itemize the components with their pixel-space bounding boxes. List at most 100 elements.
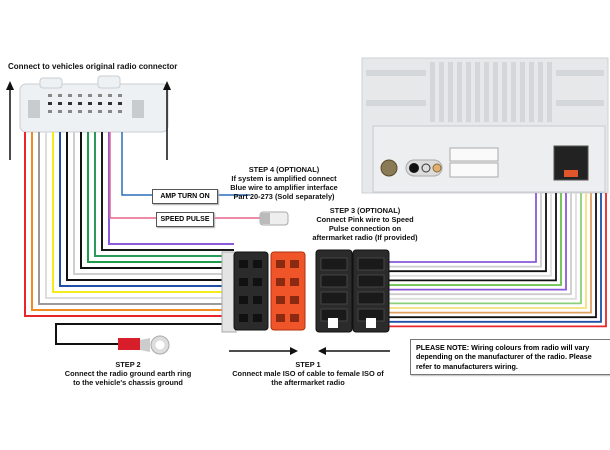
step3-heading: STEP 3 (OPTIONAL): [329, 206, 401, 215]
iso-pin-hole: [276, 296, 285, 304]
iso-pin-hole: [276, 278, 285, 286]
iso-pin-hole: [239, 260, 248, 268]
vehicle-wire: [52, 132, 234, 293]
iso-pin-hole: [253, 314, 262, 322]
heatsink-fin: [475, 62, 480, 122]
connector-pin: [68, 102, 72, 105]
step3-line: Pulse connection on: [328, 223, 402, 233]
connector-pin: [118, 94, 122, 97]
vehicle-wire: [87, 132, 234, 263]
radio-wire: [389, 193, 607, 328]
radio-wire: [389, 193, 567, 291]
connector-pin: [68, 94, 72, 97]
step1-text: STEP 1 Connect male ISO of cable to fema…: [228, 360, 388, 388]
step4-line: If system is amplified connect: [231, 173, 337, 183]
vehicle-wire: [101, 132, 234, 251]
heatsink-fin: [493, 62, 498, 122]
vehicle-wires: [24, 132, 234, 317]
vehicle-wire: [108, 132, 234, 245]
iso-pin-hole: [253, 260, 262, 268]
heatsink-fin: [547, 62, 552, 122]
vehicle-wire: [66, 132, 234, 281]
connector-pin: [88, 94, 92, 97]
step4-line: Blue wire to amplifier interface: [230, 182, 338, 192]
connector-pin: [98, 110, 102, 113]
heatsink-fin: [529, 62, 534, 122]
iso-key: [366, 318, 376, 328]
iso-pin-hole: [253, 278, 262, 286]
connector-pin: [48, 110, 52, 113]
iso-socket: [357, 274, 385, 288]
heatsink-fin: [520, 62, 525, 122]
connector-pin: [108, 110, 112, 113]
connector-pin: [58, 102, 62, 105]
step2-line: Connect the radio ground earth ring: [64, 368, 192, 378]
amp-turn-on-label: AMP TURN ON: [152, 189, 218, 204]
radio-wire: [389, 193, 547, 273]
up-arrow-left: [6, 81, 14, 160]
iso-pin-hole: [239, 296, 248, 304]
iso-pin-hole: [239, 278, 248, 286]
step4-line: Part 20-273 (Sold separately): [233, 191, 335, 201]
speed-pulse-label: SPEED PULSE: [156, 212, 214, 227]
connector-pin: [88, 102, 92, 105]
iso-socket: [320, 291, 348, 305]
connector-pin: [58, 110, 62, 113]
connector-pin: [78, 102, 82, 105]
heatsink-fin: [538, 62, 543, 122]
iso-pin-hole: [290, 278, 299, 286]
radio-wire: [389, 193, 537, 263]
ground-ring-terminal: [118, 335, 170, 355]
radio-wire: [389, 193, 602, 323]
iso-socket: [320, 257, 348, 271]
heatsink-fin: [484, 62, 489, 122]
ground-wire: [55, 323, 222, 345]
iso-socket: [357, 257, 385, 271]
vehicle-wire: [59, 132, 234, 287]
heatsink-fin: [366, 100, 426, 106]
heatsink-fin: [366, 70, 426, 76]
connect-arrow-right: [229, 347, 298, 355]
connector-latch: [28, 100, 40, 118]
connector-pin: [48, 94, 52, 97]
connector-pin: [58, 94, 62, 97]
connector-pin: [98, 94, 102, 97]
vehicle-wire: [31, 132, 234, 311]
step1-line: Connect male ISO of cable to female ISO …: [232, 368, 384, 378]
vehicle-wire: [80, 132, 234, 269]
radio-wire: [389, 193, 572, 296]
step2-heading: STEP 2: [115, 360, 141, 369]
diagram-title: Connect to vehicles original radio conne…: [8, 62, 178, 71]
iso-pin-hole: [253, 296, 262, 304]
vehicle-wire: [38, 132, 234, 305]
iso-pin-hole: [290, 296, 299, 304]
heatsink-fin: [511, 62, 516, 122]
radio-wire: [389, 193, 597, 319]
step2-line: to the vehicle's chassis ground: [73, 377, 183, 387]
radio-wire: [389, 193, 577, 300]
iso-pin-hole: [276, 260, 285, 268]
connector-pin: [108, 94, 112, 97]
radio-wire: [389, 193, 552, 277]
iso-socket: [357, 291, 385, 305]
step2-text: STEP 2 Connect the radio ground earth ri…: [58, 360, 198, 388]
connector-pin: [118, 102, 122, 105]
iso-pin-hole: [290, 260, 299, 268]
aftermarket-radio: [361, 57, 609, 194]
iso-key: [328, 318, 338, 328]
vehicle-wire: [24, 132, 234, 317]
connector-pin: [88, 110, 92, 113]
iso-pin-hole: [276, 314, 285, 322]
iso-male-connector: [221, 251, 306, 333]
step1-line: the aftermarket radio: [271, 377, 345, 387]
heatsink-fin: [439, 62, 444, 122]
connect-arrow-left: [318, 347, 390, 355]
connector-pin: [108, 102, 112, 105]
connector-pin: [118, 110, 122, 113]
step3-text: STEP 3 (OPTIONAL) Connect Pink wire to S…: [310, 206, 420, 243]
iso-pin-hole: [239, 314, 248, 322]
step3-line: aftermarket radio (If provided): [312, 232, 418, 242]
up-arrow-right: [163, 81, 171, 160]
connector-pin: [98, 102, 102, 105]
heatsink-fin: [457, 62, 462, 122]
